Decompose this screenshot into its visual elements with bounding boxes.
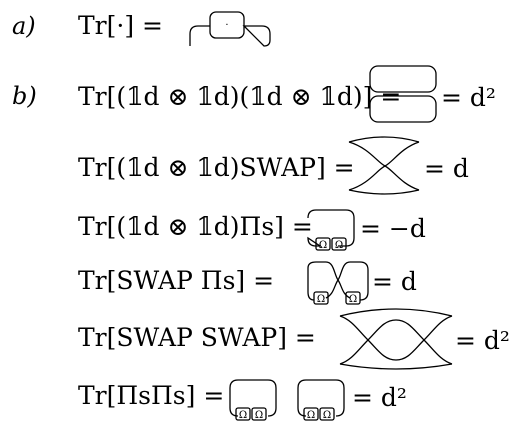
two-loops-diagram bbox=[369, 65, 437, 123]
swap-omega-diagram: Ω Ω bbox=[307, 261, 369, 305]
lhs-identity-swap: Tr[(𝟙d ⊗ 𝟙d)SWAP] = bbox=[78, 153, 355, 182]
omega-symbol: Ω bbox=[319, 240, 327, 251]
rhs-swap-pis: = d bbox=[372, 267, 417, 296]
rhs-swap-swap: = d² bbox=[455, 326, 510, 355]
omega-symbol: Ω bbox=[349, 294, 357, 305]
omega-loop-diagram: Ω Ω bbox=[307, 209, 355, 251]
omega-symbol: Ω bbox=[323, 410, 331, 421]
omega-symbol: Ω bbox=[307, 410, 315, 421]
rhs-identity-swap: = d bbox=[424, 154, 469, 183]
omega-symbol: Ω bbox=[335, 240, 343, 251]
trace-dot-box-diagram: · bbox=[189, 11, 271, 47]
dot-symbol: · bbox=[225, 20, 228, 31]
label-a: a) bbox=[12, 12, 36, 40]
lhs-identity-identity: Tr[(𝟙d ⊗ 𝟙d)(𝟙d ⊗ 𝟙d)] = bbox=[78, 82, 402, 111]
rhs-identity-identity: = d² bbox=[441, 83, 496, 112]
double-cross-diagram bbox=[339, 308, 453, 370]
two-omega-loops-diagram: Ω Ω Ω Ω bbox=[229, 379, 345, 421]
swap-cross-loop-diagram bbox=[348, 136, 420, 195]
omega-symbol: Ω bbox=[317, 294, 325, 305]
omega-symbol: Ω bbox=[255, 410, 263, 421]
omega-symbol: Ω bbox=[239, 410, 247, 421]
rhs-identity-pis: = −d bbox=[360, 214, 426, 243]
lhs-trace-definition: Tr[·] = bbox=[78, 11, 163, 40]
rhs-pis-pis: = d² bbox=[352, 383, 407, 412]
lhs-pis-pis: Tr[ΠsΠs] = bbox=[78, 381, 225, 410]
lhs-identity-pis: Tr[(𝟙d ⊗ 𝟙d)Πs] = bbox=[78, 212, 313, 241]
lhs-swap-pis: Tr[SWAP Πs] = bbox=[78, 266, 275, 295]
lhs-swap-swap: Tr[SWAP SWAP] = bbox=[78, 323, 316, 352]
label-b: b) bbox=[12, 82, 37, 110]
